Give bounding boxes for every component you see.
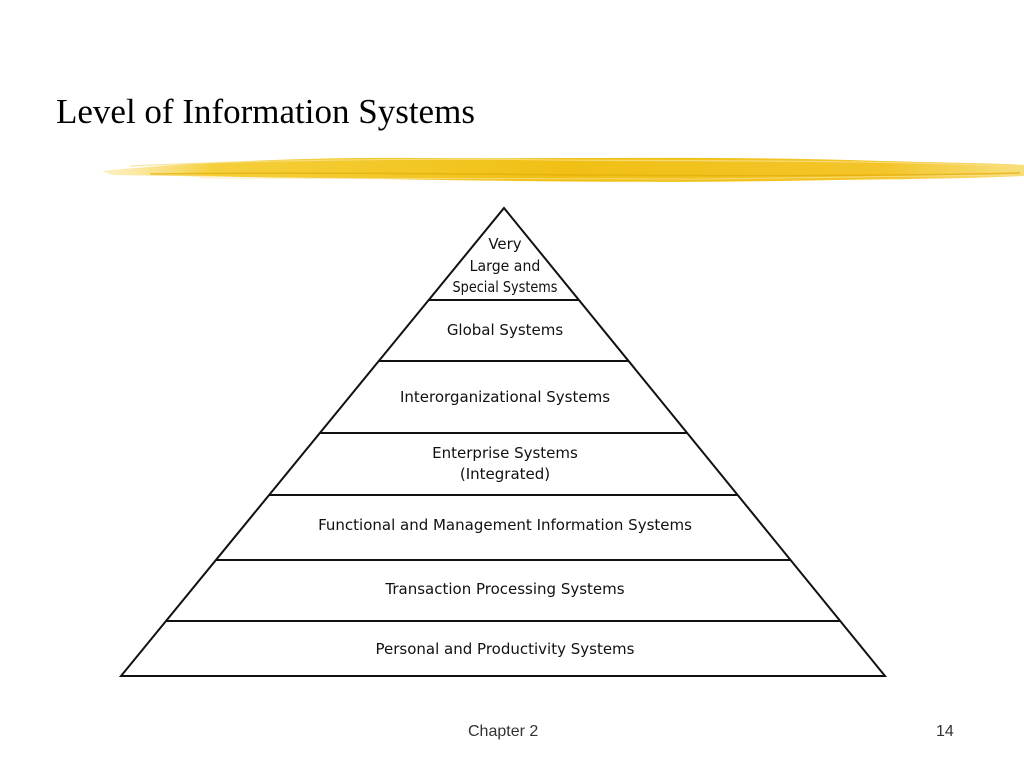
pyramid-level-label: Very [488,235,521,253]
pyramid-level-label: (Integrated) [460,465,550,483]
yellow-brush-stroke-divider [102,157,1024,182]
pyramid-level: Personal and Productivity Systems [376,640,635,658]
pyramid-level-label: Interorganizational Systems [400,388,610,406]
slide-title: Level of Information Systems [56,92,475,131]
pyramid-level-label: Functional and Management Information Sy… [318,516,692,534]
pyramid-level-label: Global Systems [447,321,564,339]
pyramid-level-label: Transaction Processing Systems [384,580,624,598]
pyramid-level: Global Systems [447,321,564,339]
pyramid-level-label: Enterprise Systems [432,444,578,462]
pyramid-level-label: Special Systems [453,278,558,296]
pyramid-level: Transaction Processing Systems [384,580,624,598]
footer-chapter-label: Chapter 2 [468,723,539,740]
pyramid-level: Interorganizational Systems [400,388,610,406]
pyramid-level-label: Large and [470,257,541,275]
pyramid-level: Enterprise Systems (Integrated) [432,444,578,483]
pyramid-level: Functional and Management Information Sy… [318,516,692,534]
page-number: 14 [936,723,954,740]
pyramid-level-label: Personal and Productivity Systems [376,640,635,658]
